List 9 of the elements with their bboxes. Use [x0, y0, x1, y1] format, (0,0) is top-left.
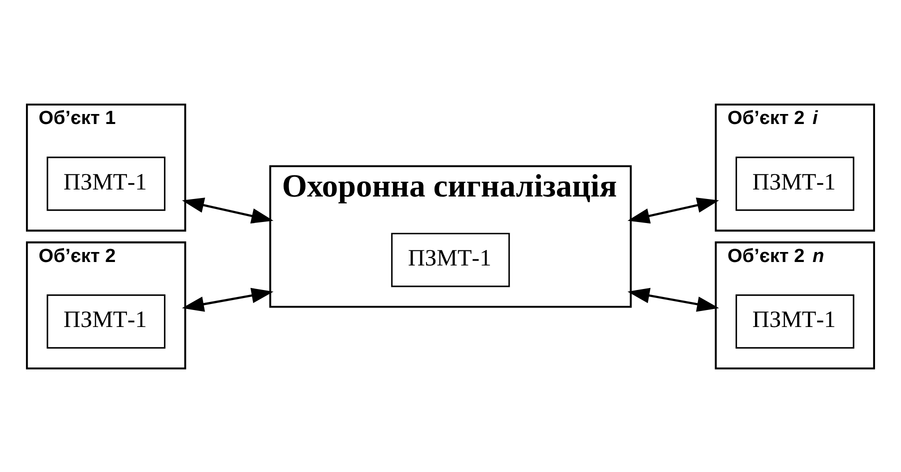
arrow — [628, 287, 720, 312]
arrow — [182, 287, 274, 312]
node-box: ПЗМТ-1 — [736, 156, 854, 210]
node-box: ПЗМТ-1 — [46, 294, 166, 348]
arrow — [628, 197, 720, 223]
arrow — [182, 197, 274, 223]
node-box: ПЗМТ-1 — [736, 294, 854, 348]
node-box: ПЗМТ-1 — [391, 232, 510, 287]
node-box: ПЗМТ-1 — [46, 156, 166, 210]
